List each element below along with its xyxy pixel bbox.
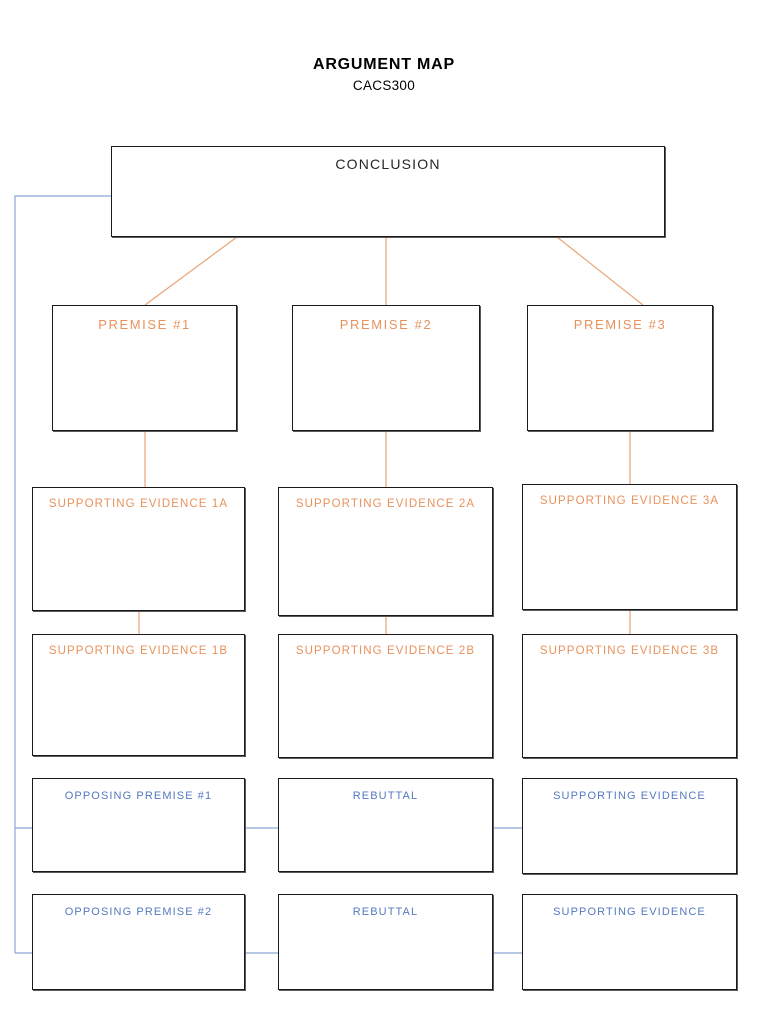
node-premise-1[interactable]: PREMISE #1	[52, 305, 237, 431]
node-opposing-premise-2-label: OPPOSING PREMISE #2	[64, 906, 213, 918]
node-rebuttal-2-label: REBUTTAL	[352, 906, 419, 918]
node-supporting-evidence-3b-label: SUPPORTING EVIDENCE 3B	[539, 645, 720, 657]
node-opposing-premise-1-label: OPPOSING PREMISE #1	[64, 790, 213, 802]
node-opposing-premise-2[interactable]: OPPOSING PREMISE #2	[32, 894, 245, 990]
node-opposing-premise-1[interactable]: OPPOSING PREMISE #1	[32, 778, 245, 872]
node-rebuttal-2[interactable]: REBUTTAL	[278, 894, 493, 990]
node-supporting-evidence-1a-label: SUPPORTING EVIDENCE 1A	[48, 498, 229, 510]
link-conclusion-premise1	[144, 236, 238, 306]
page-subtitle: CACS300	[352, 78, 416, 93]
node-supporting-evidence-2a-label: SUPPORTING EVIDENCE 2A	[295, 498, 476, 510]
node-premise-3[interactable]: PREMISE #3	[527, 305, 713, 431]
node-premise-3-label: PREMISE #3	[573, 317, 667, 332]
page-title: ARGUMENT MAP	[312, 56, 456, 73]
node-premise-1-label: PREMISE #1	[98, 317, 191, 332]
node-conclusion-label: CONCLUSION	[335, 156, 441, 172]
node-supporting-evidence-3a-label: SUPPORTING EVIDENCE 3A	[539, 495, 720, 507]
node-opposing-supporting-evidence-1-label: SUPPORTING EVIDENCE	[553, 790, 706, 802]
node-opposing-supporting-evidence-2[interactable]: SUPPORTING EVIDENCE	[522, 894, 737, 990]
node-opposing-supporting-evidence-1[interactable]: SUPPORTING EVIDENCE	[522, 778, 737, 874]
node-supporting-evidence-2a[interactable]: SUPPORTING EVIDENCE 2A	[278, 487, 493, 616]
node-supporting-evidence-2b[interactable]: SUPPORTING EVIDENCE 2B	[278, 634, 493, 758]
node-supporting-evidence-3a[interactable]: SUPPORTING EVIDENCE 3A	[522, 484, 737, 610]
link-conclusion-premise3	[556, 236, 644, 306]
node-supporting-evidence-1b[interactable]: SUPPORTING EVIDENCE 1B	[32, 634, 245, 756]
node-rebuttal-1-label: REBUTTAL	[352, 790, 419, 802]
node-conclusion[interactable]: CONCLUSION	[111, 146, 665, 237]
node-supporting-evidence-2b-label: SUPPORTING EVIDENCE 2B	[295, 645, 476, 657]
node-supporting-evidence-3b[interactable]: SUPPORTING EVIDENCE 3B	[522, 634, 737, 758]
node-premise-2-label: PREMISE #2	[339, 317, 433, 332]
node-opposing-supporting-evidence-2-label: SUPPORTING EVIDENCE	[553, 906, 706, 918]
node-supporting-evidence-1a[interactable]: SUPPORTING EVIDENCE 1A	[32, 487, 245, 611]
node-rebuttal-1[interactable]: REBUTTAL	[278, 778, 493, 872]
node-supporting-evidence-1b-label: SUPPORTING EVIDENCE 1B	[48, 645, 229, 657]
node-premise-2[interactable]: PREMISE #2	[292, 305, 480, 431]
